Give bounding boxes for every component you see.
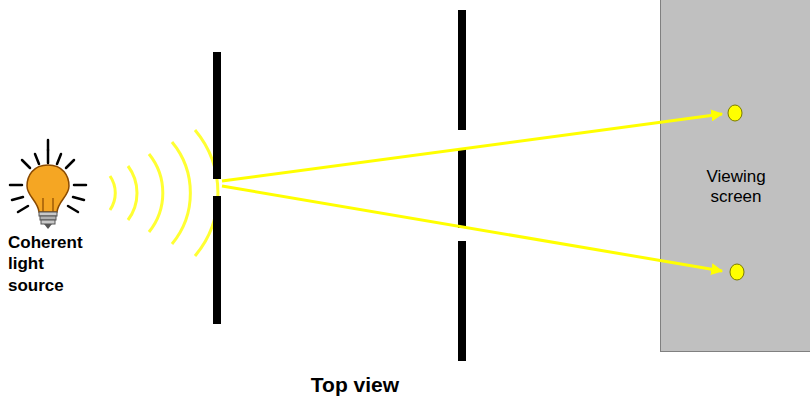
viewing-screen: Viewing screen xyxy=(660,0,810,352)
diagram-title: Top view xyxy=(311,372,399,398)
barrier xyxy=(213,196,221,324)
barrier xyxy=(458,148,466,228)
barrier xyxy=(458,241,466,361)
light-ray xyxy=(222,186,722,271)
light-ray xyxy=(222,114,722,181)
source-label: Coherent light source xyxy=(8,232,96,296)
screen-label: Viewing screen xyxy=(696,167,776,208)
wavefronts xyxy=(110,130,218,256)
barrier xyxy=(458,10,466,130)
barrier xyxy=(213,52,221,179)
bulb-icon xyxy=(10,140,86,229)
